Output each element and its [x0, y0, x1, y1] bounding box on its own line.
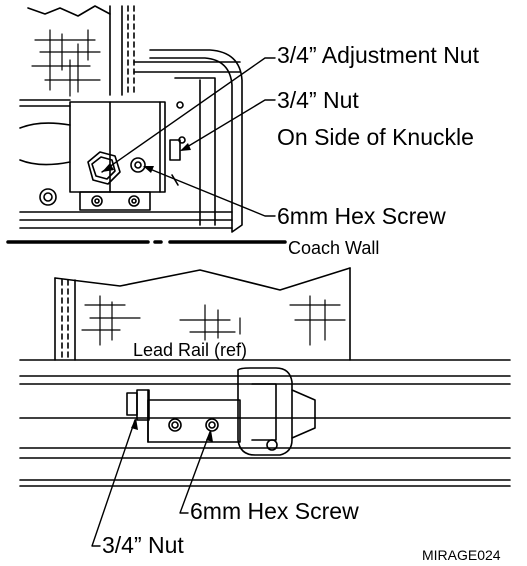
arrowhead — [206, 430, 213, 442]
label-top-hex-screw: 6mm Hex Screw — [277, 203, 446, 229]
bracket-screw-inner — [171, 421, 179, 429]
knuckle-pin — [39, 188, 57, 206]
bracket-screw — [168, 418, 182, 432]
bottom-assembly-drawing — [19, 267, 511, 547]
top-cover-inner — [174, 77, 216, 226]
label-side-nut-line2: On Side of Knuckle — [277, 124, 474, 150]
leader-bottom-nut — [91, 419, 136, 547]
leader-adjustment-nut — [101, 57, 276, 173]
adjustment-nut-hex — [87, 151, 121, 185]
arrowhead — [131, 418, 138, 430]
leader-bottom-hex-screw — [179, 431, 211, 514]
bottom-knuckle — [237, 367, 293, 456]
leader-side-nut — [181, 99, 276, 151]
bottom-nut — [126, 392, 138, 416]
knuckle-pivot — [266, 439, 278, 451]
bottom-knuckle-jaw — [291, 389, 316, 439]
side-nut — [169, 139, 181, 161]
bracket-screw-inner — [208, 421, 216, 429]
figure-id: MIRAGE024 — [422, 547, 501, 563]
hex-screw-head — [130, 157, 146, 173]
arrowhead — [180, 143, 191, 151]
top-assembly-drawing — [6, 5, 287, 244]
leader-hex-screw — [144, 166, 276, 217]
plate-screw — [128, 195, 140, 207]
knuckle-pin-inner — [43, 192, 53, 202]
hex-screw-socket — [134, 161, 142, 169]
hatch-pattern — [81, 295, 346, 346]
label-lead-rail: Lead Rail (ref) — [133, 340, 248, 360]
hatch-pattern — [31, 29, 101, 97]
knuckle-block — [69, 101, 166, 193]
knuckle-arm — [19, 122, 71, 166]
label-bottom-hex-screw: 6mm Hex Screw — [190, 498, 359, 524]
bottom-nut-body — [136, 389, 150, 421]
plate-screw — [94, 198, 100, 204]
bracket-screw — [205, 418, 219, 432]
bottom-knuckle-inner — [251, 383, 277, 441]
label-bottom-nut: 3/4” Nut — [102, 532, 184, 558]
cover-rivet — [176, 101, 184, 109]
adjustment-nut-hex-inner — [91, 156, 116, 180]
arrowhead — [143, 166, 154, 173]
plate-screw — [131, 198, 137, 204]
label-adjustment-nut: 3/4” Adjustment Nut — [277, 42, 479, 68]
bottom-break-edge — [54, 267, 351, 291]
arrowhead — [102, 163, 114, 172]
label-side-nut-line1: 3/4” Nut — [277, 87, 359, 113]
top-cover — [149, 49, 243, 233]
bracket-plate — [147, 399, 241, 443]
mounting-plate — [79, 191, 151, 211]
label-coach-wall: Coach Wall — [288, 238, 380, 258]
plate-screw — [91, 195, 103, 207]
top-break-edge — [27, 5, 111, 17]
